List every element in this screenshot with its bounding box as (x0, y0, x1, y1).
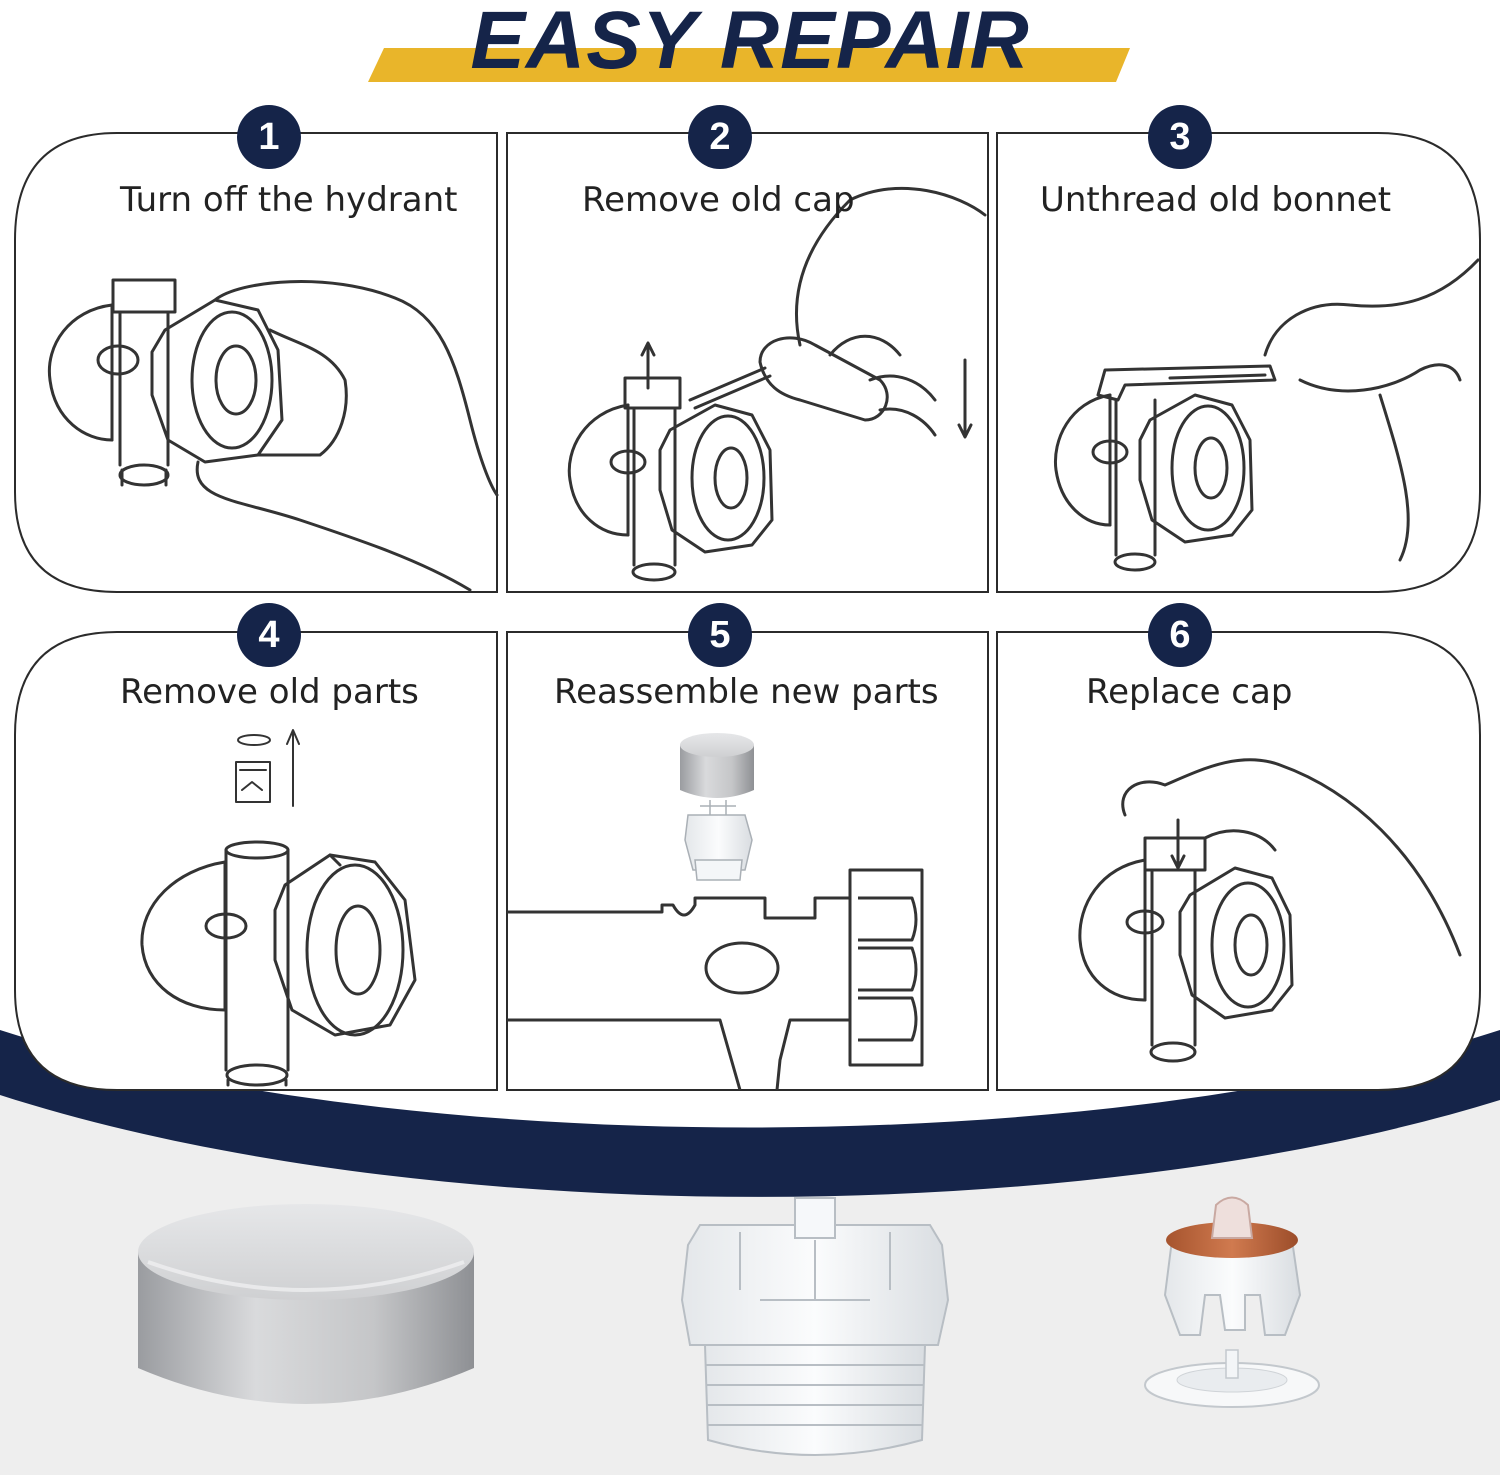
step-3-badge: 3 (1148, 105, 1212, 169)
step-5-drawing (507, 733, 924, 1091)
panel-3-frame (996, 132, 1481, 593)
step-4-drawing (140, 729, 417, 1087)
panel-6-frame (996, 631, 1481, 1091)
plastic-bonnet-icon (680, 1197, 950, 1456)
step-3-label: Unthread old bonnet (1040, 180, 1392, 220)
step-6-badge: 6 (1148, 603, 1212, 667)
step-6-label: Replace cap (1086, 672, 1293, 712)
plunger-with-seal-icon (1144, 1196, 1320, 1408)
step-1-label: Turn off the hydrant (120, 180, 458, 220)
step-6-drawing (1078, 758, 1462, 1063)
step-2-badge: 2 (688, 105, 752, 169)
step-5-label: Reassemble new parts (554, 672, 939, 712)
title-banner (368, 48, 1130, 82)
step-4-label: Remove old parts (120, 672, 419, 712)
step-5-badge: 5 (688, 603, 752, 667)
step-2-label: Remove old cap (582, 180, 855, 220)
gold-stripe (368, 48, 1130, 82)
step-3-drawing (1053, 258, 1480, 572)
step-1-badge: 1 (237, 105, 301, 169)
aluminum-cap-icon (138, 1204, 474, 1404)
step-4-badge: 4 (237, 603, 301, 667)
page-title: EASY REPAIR (470, 0, 1030, 86)
step-1-drawing (47, 278, 499, 592)
panel-1-frame (14, 132, 498, 593)
step-2-drawing (567, 186, 987, 582)
